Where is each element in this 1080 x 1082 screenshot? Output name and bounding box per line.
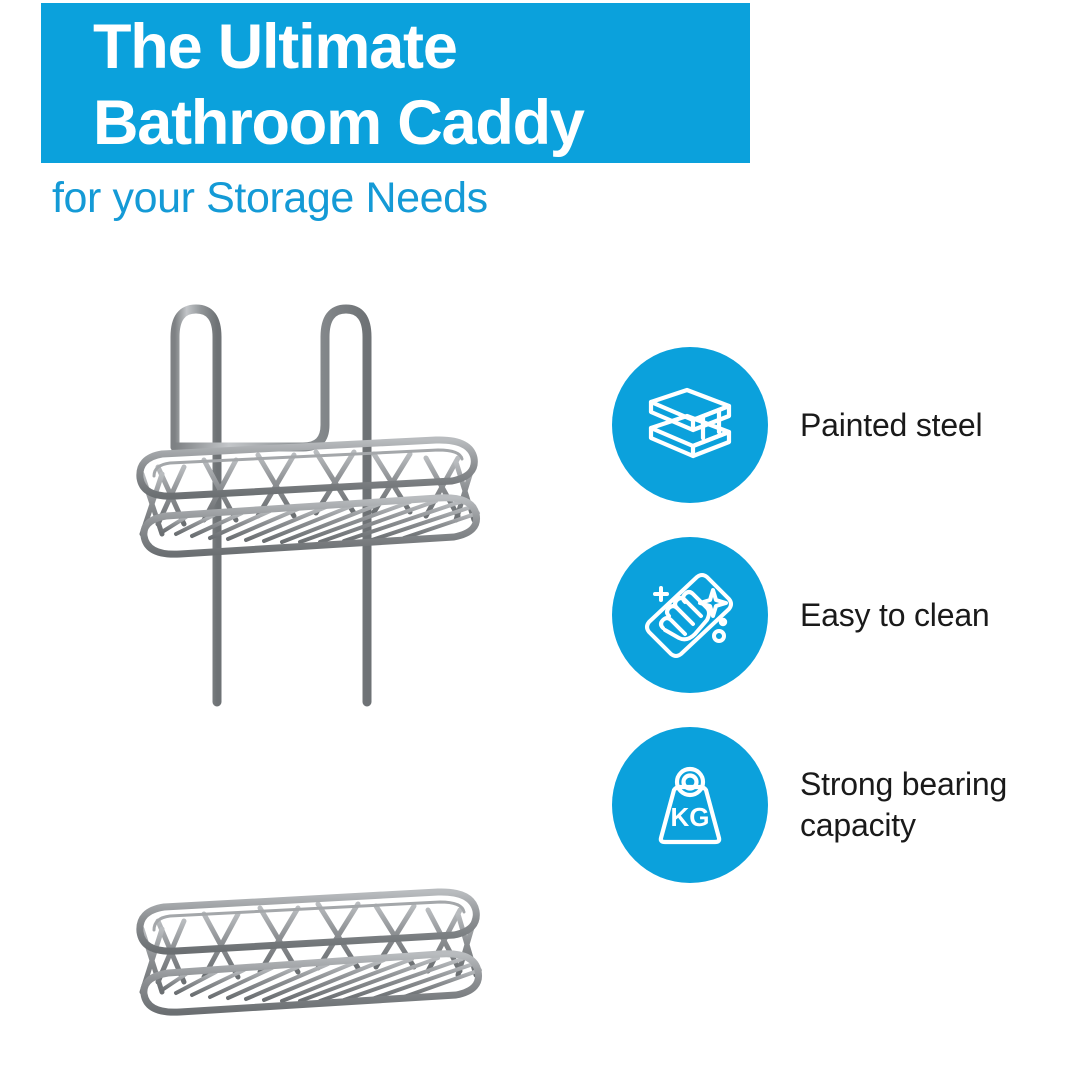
kg-weight-text: KG <box>671 802 710 832</box>
basket-tier-1 <box>136 436 481 558</box>
hand-wiping-cloth-icon <box>612 537 768 693</box>
tier-1-bottom-rim <box>140 494 481 558</box>
title-line-2: Bathroom Caddy <box>93 88 585 158</box>
feature-item-easy-to-clean: Easy to clean <box>612 536 1080 694</box>
subtitle: for your Storage Needs <box>52 174 488 222</box>
tier-1-bottom-slats <box>160 499 480 544</box>
tier-2-bottom-slats <box>160 956 482 1003</box>
steel-beam-icon <box>612 347 768 503</box>
tier-2-inner-rim <box>152 900 466 932</box>
feature-label-strong-bearing-capacity: Strong bearing capacity <box>800 766 1008 843</box>
tier-2-bottom-rim <box>140 950 483 1016</box>
feature-label-easy-to-clean: Easy to clean <box>800 596 990 633</box>
feature-item-strong-bearing-capacity: KG Strong bearing capacity <box>612 726 1080 884</box>
caddy-illustration <box>136 304 483 1082</box>
tier-2-top-rim <box>136 888 480 955</box>
feature-item-painted-steel: Painted steel <box>612 346 1080 504</box>
basket-tier-2 <box>136 888 483 1016</box>
title-banner: The Ultimate Bathroom Caddy <box>41 3 750 163</box>
tier-1-top-rim <box>136 436 478 500</box>
vertical-rails <box>170 442 372 1082</box>
product-image <box>118 262 518 1082</box>
feature-label-painted-steel: Painted steel <box>800 406 983 443</box>
tier-1-inner-rim <box>152 448 464 478</box>
title-line-1: The Ultimate <box>93 12 458 82</box>
feature-list: Painted steel <box>612 346 1080 916</box>
kg-weight-icon: KG <box>612 727 768 883</box>
